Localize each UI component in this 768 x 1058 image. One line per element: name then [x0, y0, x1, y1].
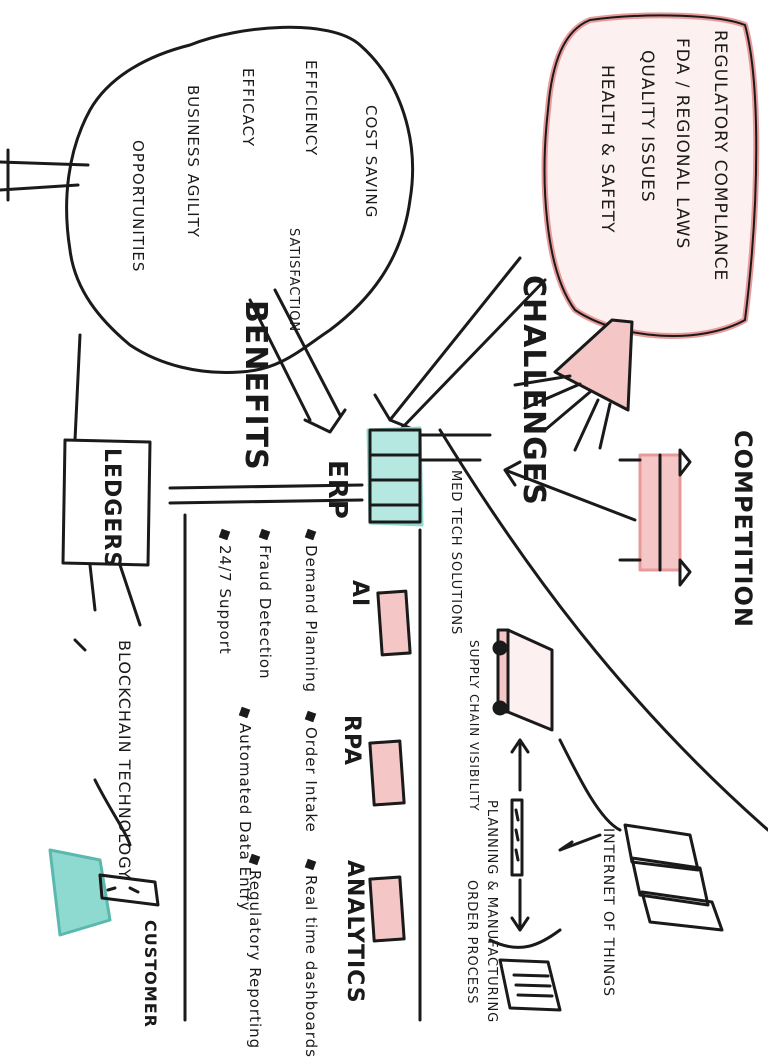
analytics-item-2: Regulatory Reporting — [246, 855, 264, 1049]
analytics-label: ANALYTICS — [342, 860, 367, 1004]
customer-figure — [48, 638, 160, 937]
erp-label: ERP — [322, 460, 352, 520]
benefits-tree-trunk — [0, 148, 90, 202]
sketch-canvas — [0, 12, 768, 1022]
benefits-arrow — [248, 288, 347, 434]
benefit-item-satisfaction: SATISFACTION — [286, 228, 301, 333]
challenges-arrow — [373, 256, 547, 432]
supply-chain-label: SUPPLY CHAIN VISIBILITY — [467, 640, 481, 812]
iot-label: INTERNET OF THINGS — [600, 828, 616, 997]
order-process-label: ORDER PROCESS — [464, 880, 479, 1005]
ai-item-3: 24/7 Support — [216, 530, 234, 655]
benefit-item-opportunities: OPPORTUNITIES — [129, 140, 147, 273]
analytics-item-1: Real time dashboards — [302, 860, 320, 1058]
challenges-label: CHALLENGES — [516, 275, 551, 506]
analytics-tag — [368, 875, 406, 943]
rpa-label: RPA — [339, 715, 364, 767]
megaphone-icon — [553, 318, 634, 412]
challenge-item-3: QUALITY ISSUES — [637, 50, 657, 203]
erp-server-stack — [366, 426, 492, 527]
ai-tag — [376, 589, 412, 657]
benefit-item-business-agility: BUSINESS AGILITY — [184, 85, 202, 238]
ledgers-label: LEDGERS — [99, 448, 124, 569]
truck-icon — [492, 628, 554, 732]
benefits-label: BENEFITS — [238, 300, 273, 471]
competition-arrow — [503, 460, 637, 522]
ai-label: AI — [347, 580, 372, 608]
benefit-item-efficacy: EFFICACY — [239, 68, 257, 148]
planning-bar-icon — [510, 798, 524, 877]
challenge-item-1: REGULATORY COMPLIANCE — [710, 30, 730, 282]
benefit-item-cost-saving: COST SAVING — [362, 105, 380, 219]
benefit-item-efficiency: EFFICIENCY — [302, 60, 320, 157]
customer-label: CUSTOMER — [141, 920, 160, 1028]
competition-label: COMPETITION — [729, 430, 757, 628]
rpa-tag — [368, 739, 406, 807]
rpa-item-1: Order Intake — [302, 712, 320, 833]
ledgers-box — [61, 438, 152, 567]
medtech-label: MED TECH SOLUTIONS — [448, 470, 463, 636]
blockchain-label: BLOCKCHAIN TECHNOLOGY — [115, 640, 134, 880]
challenge-item-2: FDA / REGIONAL LAWS — [672, 38, 692, 250]
planning-label: PLANNING & MANUFACTURING — [484, 800, 499, 1024]
benefits-tree-canopy — [65, 25, 414, 374]
order-document-icon — [498, 958, 562, 1012]
ai-item-1: Demand Planning — [302, 530, 320, 693]
challenge-item-4: HEALTH & SAFETY — [597, 65, 617, 234]
iot-documents-icon — [623, 823, 724, 932]
ai-item-2: Fraud Detection — [256, 530, 274, 680]
